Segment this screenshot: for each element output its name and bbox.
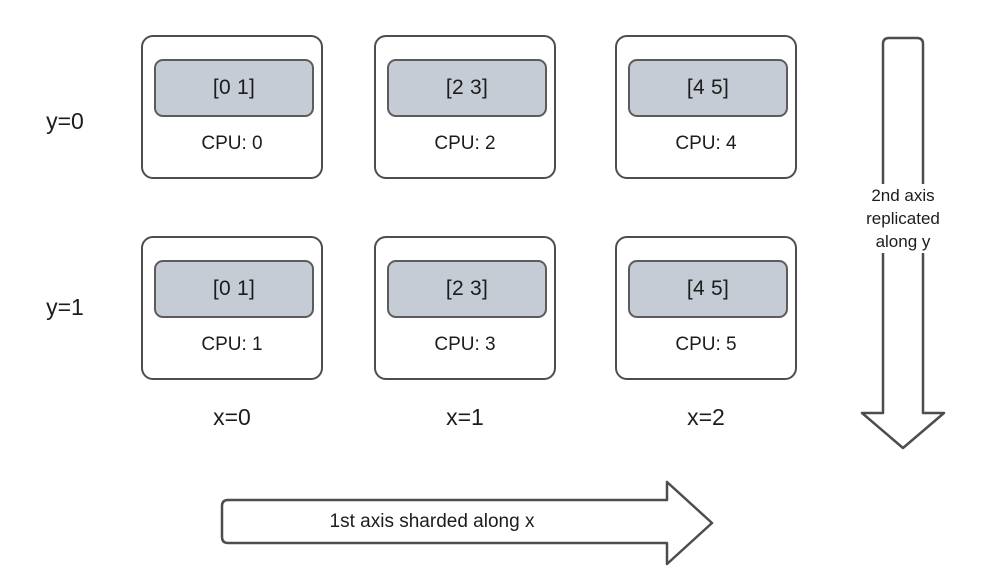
vertical-arrow-caption-line-1: 2nd axis — [871, 186, 935, 205]
cpu-label: CPU: 0 — [201, 133, 263, 154]
shard-chip: [0 1] — [154, 59, 314, 117]
shard-chip: [4 5] — [628, 59, 788, 117]
row-label-y1: y=1 — [46, 294, 84, 320]
device-card-y0-x0[interactable]: [0 1] CPU: 0 — [141, 35, 323, 179]
device-card-y1-x2[interactable]: [4 5] CPU: 5 — [615, 236, 797, 380]
cpu-label: CPU: 2 — [434, 133, 496, 154]
shard-chip: [0 1] — [154, 260, 314, 318]
device-card-y0-x2[interactable]: [4 5] CPU: 4 — [615, 35, 797, 179]
shard-chip: [4 5] — [628, 260, 788, 318]
vertical-arrow-caption: 2nd axis replicated along y — [833, 184, 973, 253]
col-label-x0: x=0 — [213, 404, 251, 430]
cpu-label: CPU: 3 — [434, 334, 496, 355]
shard-chip: [2 3] — [387, 260, 547, 318]
vertical-arrow-caption-line-3: along y — [875, 232, 931, 251]
device-card-y1-x0[interactable]: [0 1] CPU: 1 — [141, 236, 323, 380]
horizontal-arrow-caption: 1st axis sharded along x — [329, 511, 535, 532]
col-label-x1: x=1 — [446, 404, 484, 430]
right-arrow-icon — [220, 480, 714, 566]
shard-chip: [2 3] — [387, 59, 547, 117]
device-card-y0-x1[interactable]: [2 3] CPU: 2 — [374, 35, 556, 179]
cpu-label: CPU: 4 — [675, 133, 737, 154]
cpu-label: CPU: 1 — [201, 334, 263, 355]
vertical-arrow-caption-line-2: replicated — [866, 209, 940, 228]
row-label-y0: y=0 — [46, 108, 84, 134]
cpu-label: CPU: 5 — [675, 334, 737, 355]
device-card-y1-x1[interactable]: [2 3] CPU: 3 — [374, 236, 556, 380]
col-label-x2: x=2 — [687, 404, 725, 430]
